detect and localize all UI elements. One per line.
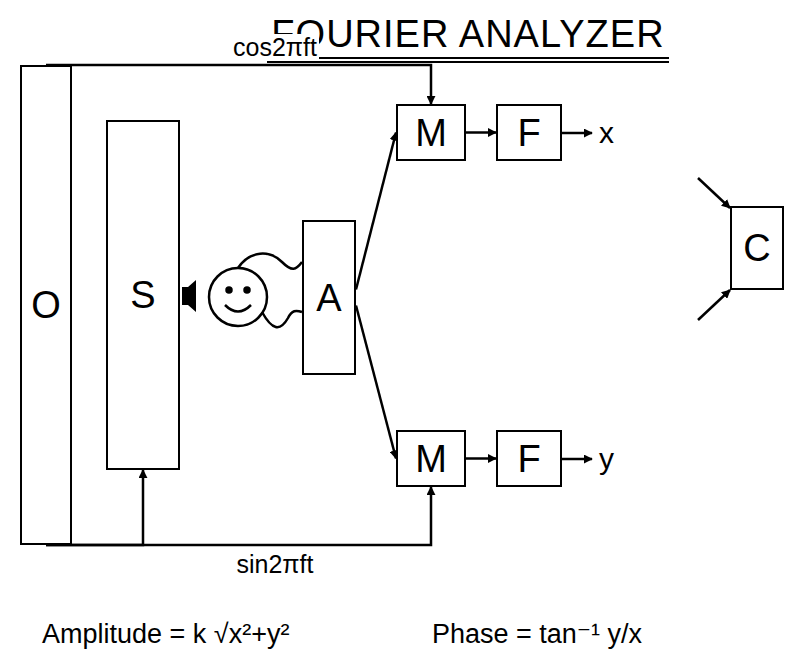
speaker-symbol [182,280,196,312]
multiplier-box: M [396,430,466,487]
speaker-box: S [106,120,180,470]
signal-name: x [597,116,616,149]
signal-wire [356,133,396,290]
box-letter: C [743,229,770,267]
oscillator-box: O [20,65,72,545]
signal-wire [46,487,431,545]
formula: Amplitude = k √x²+y² [40,620,291,650]
signal-wire [466,131,496,134]
signal-wire [356,306,396,459]
box-letter: M [415,114,447,152]
signal-name: y [597,442,616,475]
signal-wire [466,457,496,460]
box-letter: A [316,279,341,317]
box-letter: F [517,440,540,478]
filter-box: F [496,104,562,161]
formula: Phase = tan⁻¹ y/x [430,620,644,650]
multiplier-box: M [396,104,466,161]
box-letter: S [130,276,155,314]
signal-name: cos2πft [231,34,319,62]
filter-box: F [496,430,562,487]
headphone-wires [238,254,302,328]
title: FOURIER ANALYZER [267,14,668,63]
listener-face [209,268,267,326]
box-letter: F [517,114,540,152]
signal-name: sin2πft [234,551,315,579]
signal-wire [46,65,431,104]
box-letter: O [31,286,61,324]
output-arrows [562,133,730,459]
box-letter: M [415,440,447,478]
computer-box: C [730,206,784,290]
amplifier-box: A [302,220,356,375]
